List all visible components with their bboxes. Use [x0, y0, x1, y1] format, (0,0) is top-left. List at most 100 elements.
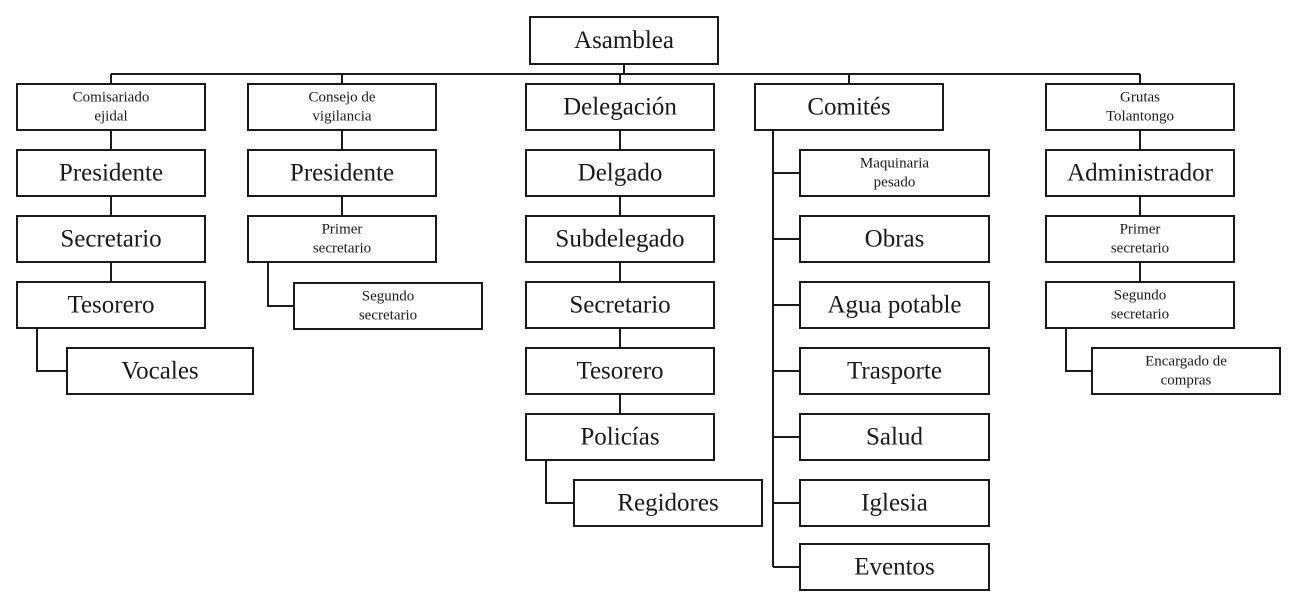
- box-delegacion-delgado: Delgado: [525, 149, 715, 197]
- box-delegacion-subdelegado: Subdelegado: [525, 215, 715, 263]
- elbow-line-2: [267, 262, 294, 307]
- box-delegacion-regidores-label: Regidores: [617, 490, 718, 517]
- box-comites-trasporte-label: Trasporte: [847, 358, 942, 385]
- box-consejo-de-vigilancia-presidente-label: Presidente: [290, 160, 394, 187]
- box-delegacion-tesorero: Tesorero: [525, 347, 715, 395]
- box-consejo-de-vigilancia-label: vigilancia: [312, 109, 371, 125]
- box-consejo-de-vigilancia-label: Consejo de: [308, 90, 375, 106]
- box-grutas-tolantongo-primer-secretario-label: Primer: [1120, 222, 1161, 238]
- box-grutas-tolantongo-administrador-frame: [1045, 149, 1235, 197]
- box-grutas-tolantongo-segundo-secretario: Segundo secretario: [1045, 281, 1235, 329]
- box-comites-iglesia-label: Iglesia: [861, 490, 928, 517]
- box-grutas-tolantongo-primer-secretario-frame: [1045, 215, 1235, 263]
- box-comisariado-ejidal-label: ejidal: [94, 109, 127, 125]
- box-delegacion-regidores: Regidores: [573, 479, 763, 527]
- box-comites-obras-frame: [799, 215, 990, 263]
- box-comites-salud: Salud: [799, 413, 990, 461]
- box-comisariado-ejidal-presidente-label: Presidente: [59, 160, 163, 187]
- box-consejo-de-vigilancia-segundo-secretario: Segundo secretario: [293, 282, 483, 330]
- box-delegacion-frame: [525, 83, 715, 131]
- box-delegacion-subdelegado-label: Subdelegado: [555, 226, 684, 253]
- box-consejo-de-vigilancia-primer-secretario-label: secretario: [313, 241, 371, 257]
- box-comites-eventos-frame: [799, 543, 990, 591]
- box-comisariado-ejidal-presidente: Presidente: [16, 149, 206, 197]
- box-comisariado-ejidal-vocales-frame: [66, 347, 254, 395]
- box-comisariado-ejidal-vocales-label: Vocales: [121, 358, 198, 385]
- box-consejo-de-vigilancia-segundo-secretario-frame: [293, 282, 483, 330]
- box-consejo-de-vigilancia-presidente: Presidente: [247, 149, 437, 197]
- box-comisariado-ejidal: Comisariado ejidal: [16, 83, 206, 131]
- box-grutas-tolantongo-frame: [1045, 83, 1235, 131]
- box-delegacion-subdelegado-frame: [525, 215, 715, 263]
- elbow-line-5: [1065, 328, 1092, 372]
- box-comites-agua-potable: Agua potable: [799, 281, 990, 329]
- box-delegacion-policias-label: Policías: [580, 424, 659, 451]
- box-delegacion-delgado-label: Delgado: [578, 160, 663, 187]
- box-delegacion-policias: Policías: [525, 413, 715, 461]
- box-delegacion-regidores-frame: [573, 479, 763, 527]
- box-comites-trasporte-frame: [799, 347, 990, 395]
- box-grutas-tolantongo-label: Grutas: [1120, 90, 1160, 106]
- elbow-line-1: [36, 328, 67, 372]
- box-consejo-de-vigilancia-segundo-secretario-label: secretario: [359, 308, 417, 324]
- box-comites-maquinaria-pesado-frame: [799, 149, 990, 197]
- box-comites-obras-label: Obras: [865, 226, 925, 253]
- box-comites-obras: Obras: [799, 215, 990, 263]
- box-comites-trasporte: Trasporte: [799, 347, 990, 395]
- box-comisariado-ejidal-presidente-frame: [16, 149, 206, 197]
- box-comites-iglesia: Iglesia: [799, 479, 990, 527]
- box-comisariado-ejidal-tesorero-frame: [16, 281, 206, 329]
- box-delegacion-delgado-frame: [525, 149, 715, 197]
- box-grutas-tolantongo-encargado-de-compras-frame: [1091, 347, 1281, 395]
- box-comites: Comités: [754, 83, 944, 131]
- box-consejo-de-vigilancia-segundo-secretario-label: Segundo: [362, 289, 415, 305]
- box-delegacion-tesorero-frame: [525, 347, 715, 395]
- box-consejo-de-vigilancia-primer-secretario-frame: [247, 215, 437, 263]
- box-grutas-tolantongo-administrador: Administrador: [1045, 149, 1235, 197]
- elbow-line-3: [545, 460, 574, 504]
- box-asamblea-frame: [529, 16, 719, 65]
- box-delegacion-tesorero-label: Tesorero: [576, 358, 663, 385]
- box-comisariado-ejidal-label: Comisariado: [73, 90, 150, 106]
- box-grutas-tolantongo-segundo-secretario-label: Segundo: [1114, 288, 1167, 304]
- box-grutas-tolantongo-primer-secretario-label: secretario: [1111, 241, 1169, 257]
- box-grutas-tolantongo-encargado-de-compras: Encargado de compras: [1091, 347, 1281, 395]
- box-grutas-tolantongo-segundo-secretario-label: secretario: [1111, 307, 1169, 323]
- box-comites-iglesia-frame: [799, 479, 990, 527]
- box-comisariado-ejidal-secretario-frame: [16, 215, 206, 263]
- box-consejo-de-vigilancia-primer-secretario-label: Primer: [322, 222, 363, 238]
- box-comites-agua-potable-label: Agua potable: [828, 292, 962, 319]
- box-delegacion-secretario: Secretario: [525, 281, 715, 329]
- box-delegacion-secretario-label: Secretario: [569, 292, 670, 319]
- box-comites-label: Comités: [807, 94, 890, 121]
- box-comites-salud-label: Salud: [866, 424, 923, 451]
- box-delegacion: Delegación: [525, 83, 715, 131]
- box-consejo-de-vigilancia-frame: [247, 83, 437, 131]
- box-grutas-tolantongo-administrador-label: Administrador: [1067, 160, 1213, 187]
- box-comites-maquinaria-pesado-label: Maquinaria: [860, 156, 929, 172]
- box-comisariado-ejidal-frame: [16, 83, 206, 131]
- box-comites-agua-potable-frame: [799, 281, 990, 329]
- box-comites-maquinaria-pesado-label: pesado: [874, 175, 916, 191]
- box-grutas-tolantongo-encargado-de-compras-label: Encargado de: [1145, 354, 1227, 370]
- box-grutas-tolantongo-encargado-de-compras-label: compras: [1161, 373, 1212, 389]
- box-comites-salud-frame: [799, 413, 990, 461]
- box-grutas-tolantongo-segundo-secretario-frame: [1045, 281, 1235, 329]
- box-consejo-de-vigilancia: Consejo de vigilancia: [247, 83, 437, 131]
- box-grutas-tolantongo-primer-secretario: Primer secretario: [1045, 215, 1235, 263]
- box-comisariado-ejidal-secretario: Secretario: [16, 215, 206, 263]
- box-comisariado-ejidal-secretario-label: Secretario: [60, 226, 161, 253]
- box-comites-frame: [754, 83, 944, 131]
- box-delegacion-policias-frame: [525, 413, 715, 461]
- box-comisariado-ejidal-tesorero-label: Tesorero: [67, 292, 154, 319]
- box-consejo-de-vigilancia-primer-secretario: Primer secretario: [247, 215, 437, 263]
- box-consejo-de-vigilancia-presidente-frame: [247, 149, 437, 197]
- box-grutas-tolantongo-label: Tolantongo: [1106, 109, 1174, 125]
- box-comites-maquinaria-pesado: Maquinaria pesado: [799, 149, 990, 197]
- box-comites-eventos-label: Eventos: [854, 554, 935, 581]
- box-comisariado-ejidal-tesorero: Tesorero: [16, 281, 206, 329]
- box-asamblea-label: Asamblea: [574, 27, 674, 54]
